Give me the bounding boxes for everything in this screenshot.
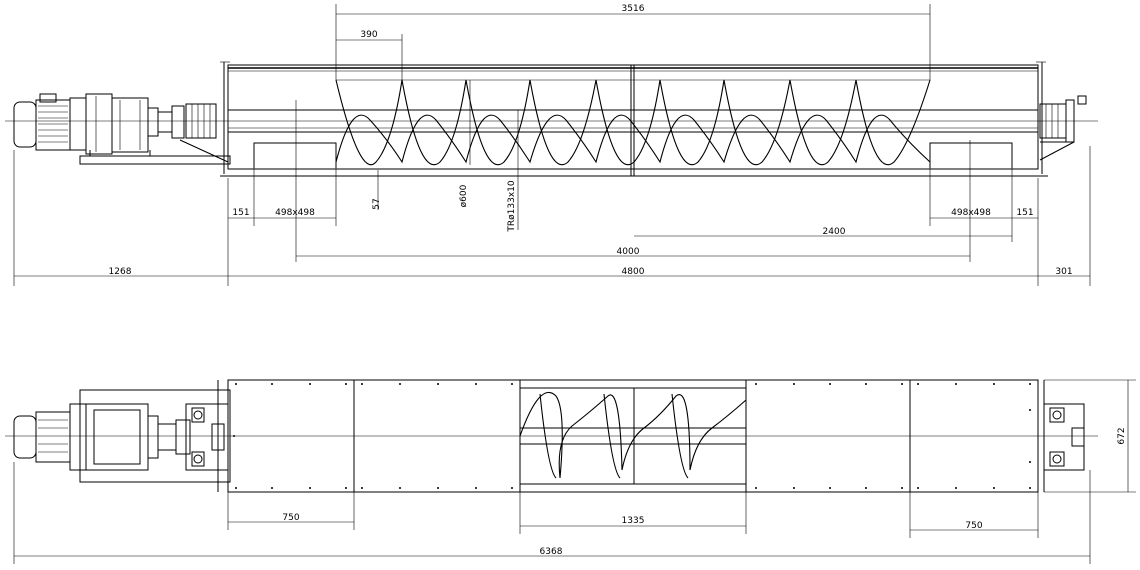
dim-151-left: 151 xyxy=(232,208,249,218)
bearing-plan-left xyxy=(185,403,229,471)
side-view: 3516 390 57 ø600 TRø133x10 151 498x498 4… xyxy=(5,4,1098,286)
screw-flight-plan xyxy=(519,391,747,479)
plan-view: 750 1335 750 6368 672 xyxy=(5,379,1136,564)
dim-inlet-left: 498x498 xyxy=(275,208,315,218)
screw-flight-side xyxy=(335,79,931,166)
dim-57: 57 xyxy=(372,198,382,209)
drive-end-bearing xyxy=(185,103,217,139)
dim-1268: 1268 xyxy=(109,267,132,277)
dim-4800: 4800 xyxy=(622,267,645,277)
dim-shaft-thread: TRø133x10 xyxy=(507,180,517,232)
dim-1335: 1335 xyxy=(622,516,645,526)
side-dimension-lines xyxy=(13,4,1091,286)
gearbox-side xyxy=(85,93,185,155)
gearbox-plan xyxy=(85,403,191,471)
inlet-left-side xyxy=(244,142,346,177)
dim-750-right: 750 xyxy=(965,521,982,531)
inlet-right-side xyxy=(920,142,1022,177)
dim-151-right: 151 xyxy=(1016,208,1033,218)
tail-end-bearing xyxy=(1039,95,1087,161)
dim-750-left: 750 xyxy=(282,513,299,523)
bearing-plan-right xyxy=(1043,403,1085,471)
dim-inlet-right: 498x498 xyxy=(951,208,991,218)
dim-6368: 6368 xyxy=(540,547,563,557)
trough-side xyxy=(220,61,1048,177)
dim-672: 672 xyxy=(1117,427,1127,444)
drive-base-plan xyxy=(79,389,231,483)
dim-3516: 3516 xyxy=(622,4,645,14)
plan-dimension-lines xyxy=(13,379,1136,564)
dim-diameter-600: ø600 xyxy=(459,184,469,207)
dim-2400: 2400 xyxy=(823,227,846,237)
drive-base-side xyxy=(79,139,231,165)
dim-4000: 4000 xyxy=(617,247,640,257)
dim-301: 301 xyxy=(1055,267,1072,277)
motor-plan xyxy=(13,403,87,471)
motor-side xyxy=(13,93,87,151)
dim-390: 390 xyxy=(360,30,377,40)
plan-bolts xyxy=(233,383,1031,489)
